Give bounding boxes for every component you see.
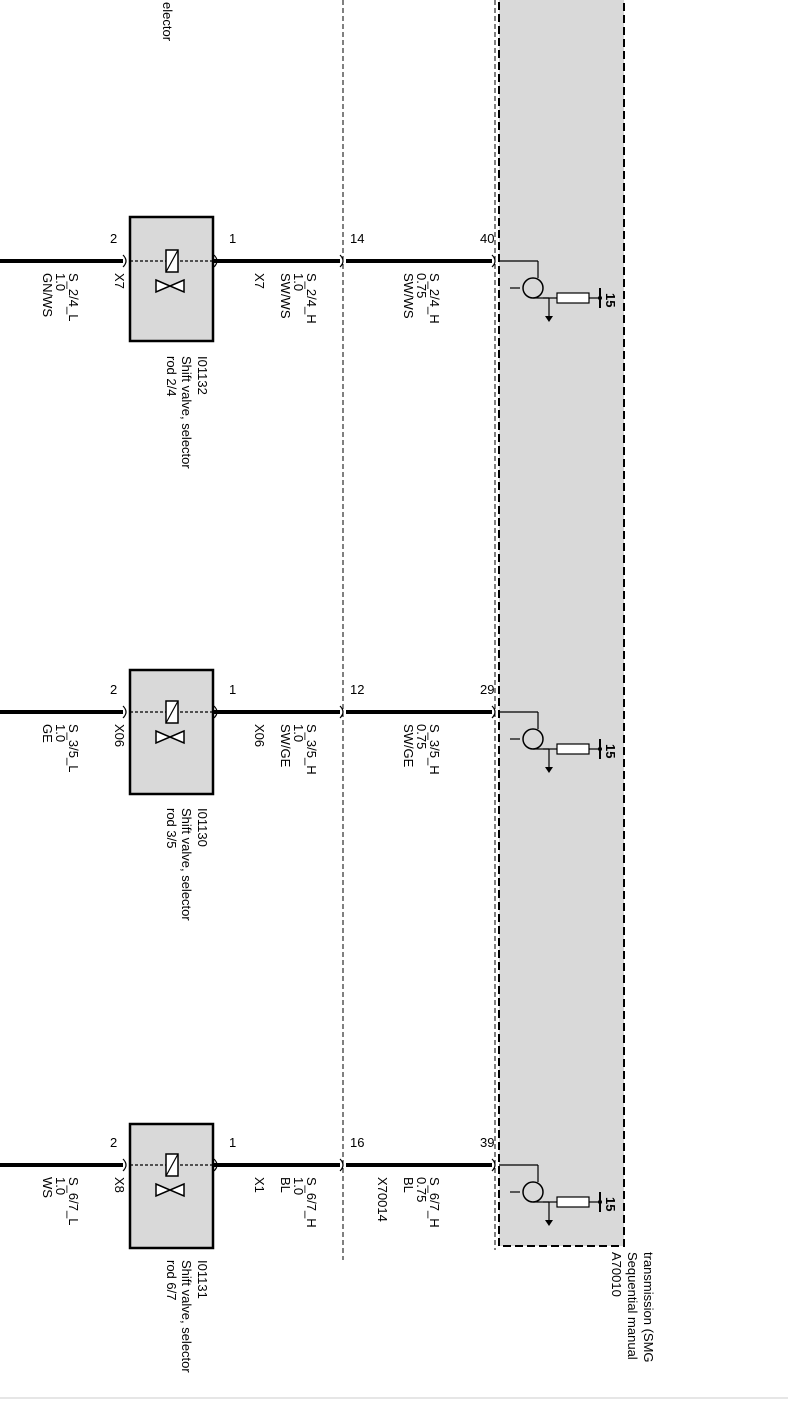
svg-text:S_6/7_H: S_6/7_H <box>304 1177 319 1228</box>
svg-text:1.0: 1.0 <box>291 724 306 742</box>
valve-label: I01132 Shift valve, selector rod 2/4 <box>164 356 210 469</box>
svg-text:S_6/7_L: S_6/7_L <box>66 1177 81 1225</box>
svg-text:GN/WS: GN/WS <box>40 273 55 317</box>
svg-text:SW/GE: SW/GE <box>278 724 293 768</box>
ecu-pin: 29 <box>480 682 494 697</box>
svg-text:I01132: I01132 <box>195 356 210 395</box>
shift-valve-box <box>128 215 215 343</box>
out-wire-label: S_2/4_L 1.0 GN/WS X7 <box>40 273 127 321</box>
ecu-wire-label: S_2/4_H 0.75 SW/WS <box>401 273 442 324</box>
svg-text:GE: GE <box>40 724 55 743</box>
valve-label: I01130 Shift valve, selector rod 3/5 <box>164 808 210 921</box>
valve-pin-out: 2 <box>110 682 117 697</box>
driver-transistor <box>499 1164 602 1226</box>
mid-pin: 12 <box>350 682 364 697</box>
circuit-2-4: 15 40 14 1 2 S_2/4_H 0.75 SW/WS S_2/4_H … <box>0 215 618 469</box>
svg-text:rod 3/5: rod 3/5 <box>164 808 179 848</box>
svg-text:0.75: 0.75 <box>414 1177 429 1202</box>
svg-text:I01131: I01131 <box>195 1260 210 1299</box>
svg-text:SW/WS: SW/WS <box>278 273 293 319</box>
ecu-wire-label: S_3/5_H 0.75 SW/GE <box>401 724 442 775</box>
svg-text:S_3/5_H: S_3/5_H <box>427 724 442 775</box>
svg-text:1.0: 1.0 <box>291 1177 306 1195</box>
svg-text:S_3/5_H: S_3/5_H <box>304 724 319 775</box>
svg-text:X1: X1 <box>252 1177 267 1193</box>
valve-symbol <box>130 1153 213 1198</box>
svg-text:SW/GE: SW/GE <box>401 724 416 768</box>
driver-transistor <box>499 711 602 773</box>
svg-text:S_3/5_L: S_3/5_L <box>66 724 81 772</box>
svg-text:BL: BL <box>278 1177 293 1193</box>
ecu-id: A70010 <box>609 1252 624 1297</box>
svg-text:X7: X7 <box>112 273 127 289</box>
supply-label: 15 <box>603 1197 618 1211</box>
svg-text:X06: X06 <box>252 724 267 747</box>
svg-text:1.0: 1.0 <box>53 273 68 291</box>
mid-pin: 16 <box>350 1135 364 1150</box>
ecu-wire-label: S_6/7_H 0.75 BL X70014 <box>375 1177 442 1228</box>
svg-text:0.75: 0.75 <box>414 724 429 749</box>
shift-valve-box <box>128 1122 215 1250</box>
svg-text:X7: X7 <box>252 273 267 289</box>
svg-text:Shift valve, selector: Shift valve, selector <box>179 356 194 469</box>
valve-out-mark <box>122 254 127 268</box>
svg-text:X06: X06 <box>112 724 127 747</box>
ecu-pin: 39 <box>480 1135 494 1150</box>
driver-transistor <box>499 260 602 322</box>
ecu-pin: 40 <box>480 231 494 246</box>
svg-text:SW/WS: SW/WS <box>401 273 416 319</box>
svg-text:BL: BL <box>401 1177 416 1193</box>
svg-text:1.0: 1.0 <box>53 1177 68 1195</box>
supply-label: 15 <box>603 293 618 307</box>
circuit-6-7: 15 39 16 1 2 S_6/7_H 0.75 BL X70014 S_6/… <box>0 1122 618 1373</box>
svg-text:X8: X8 <box>112 1177 127 1193</box>
shift-valve-box <box>128 668 215 796</box>
cut-label: elector <box>160 2 175 42</box>
valve-in-mark <box>213 254 218 268</box>
svg-text:1.0: 1.0 <box>53 724 68 742</box>
mid-pin-mark <box>339 254 344 268</box>
out-wire-label: S_6/7_L 1.0 WS X8 <box>40 1177 127 1225</box>
svg-text:Shift valve, selector: Shift valve, selector <box>179 1260 194 1373</box>
out-wire-label: S_3/5_L 1.0 GE X06 <box>40 724 127 772</box>
valve-symbol <box>130 700 213 745</box>
mid-wire-label: S_6/7_H 1.0 BL X1 <box>252 1177 319 1228</box>
svg-text:rod 2/4: rod 2/4 <box>164 356 179 396</box>
svg-text:I01130: I01130 <box>195 808 210 847</box>
ecu-label: A70010 Sequential manual transmission (S… <box>609 1252 656 1363</box>
valve-symbol <box>130 249 213 294</box>
svg-text:S_2/4_H: S_2/4_H <box>304 273 319 324</box>
svg-text:rod 6/7: rod 6/7 <box>164 1260 179 1300</box>
svg-text:S_6/7_H: S_6/7_H <box>427 1177 442 1228</box>
svg-text:1.0: 1.0 <box>291 273 306 291</box>
mid-wire-label: S_2/4_H 1.0 SW/WS X7 <box>252 273 319 324</box>
svg-text:X70014: X70014 <box>375 1177 390 1222</box>
svg-text:S_2/4_L: S_2/4_L <box>66 273 81 321</box>
circuit-3-5: 15 29 12 1 2 S_3/5_H 0.75 SW/GE S_3/5_H … <box>0 668 618 921</box>
valve-pin-in: 1 <box>229 682 236 697</box>
supply-label: 15 <box>603 744 618 758</box>
valve-pin-out: 2 <box>110 231 117 246</box>
valve-pin-in: 1 <box>229 1135 236 1150</box>
mid-wire-label: S_3/5_H 1.0 SW/GE X06 <box>252 724 319 775</box>
valve-pin-out: 2 <box>110 1135 117 1150</box>
svg-text:S_2/4_H: S_2/4_H <box>427 273 442 324</box>
valve-pin-in: 1 <box>229 231 236 246</box>
ecu-name-line2: transmission (SMG <box>641 1252 656 1363</box>
ecu-name-line1: Sequential manual <box>625 1252 640 1360</box>
ecu-box <box>498 0 625 1247</box>
svg-text:WS: WS <box>40 1177 55 1198</box>
mid-pin: 14 <box>350 231 364 246</box>
valve-label: I01131 Shift valve, selector rod 6/7 <box>164 1260 210 1373</box>
svg-text:0.75: 0.75 <box>414 273 429 298</box>
ecu-pin-mark <box>491 254 496 268</box>
svg-text:Shift valve, selector: Shift valve, selector <box>179 808 194 921</box>
